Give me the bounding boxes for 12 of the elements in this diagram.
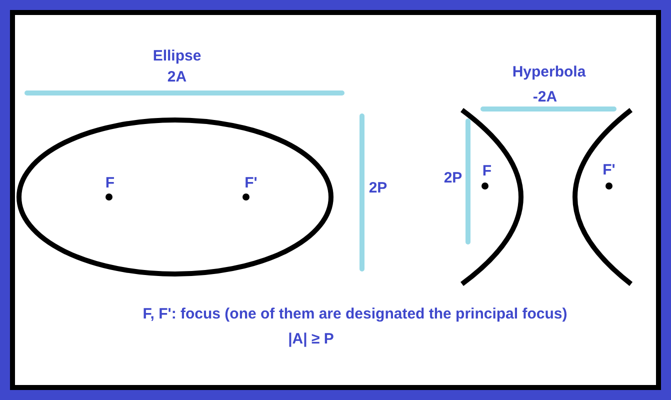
focus-label: F [105,174,115,192]
dimension-label: 2P [368,180,388,196]
dimension-label: 2P [444,170,462,186]
dimension-label: 2A [167,68,187,86]
dimension-label: -2A [532,88,558,106]
focus-label: F' [602,162,616,178]
focus-label: F [482,162,492,180]
curve-name: Hyperbola [512,64,586,80]
focus-label: F' [244,174,258,192]
formula-text: |A| ≥ P [288,330,334,348]
curve-name: Ellipse [152,48,202,64]
note-text: F, F': focus (one of them are designated the principal focus) [142,306,568,322]
